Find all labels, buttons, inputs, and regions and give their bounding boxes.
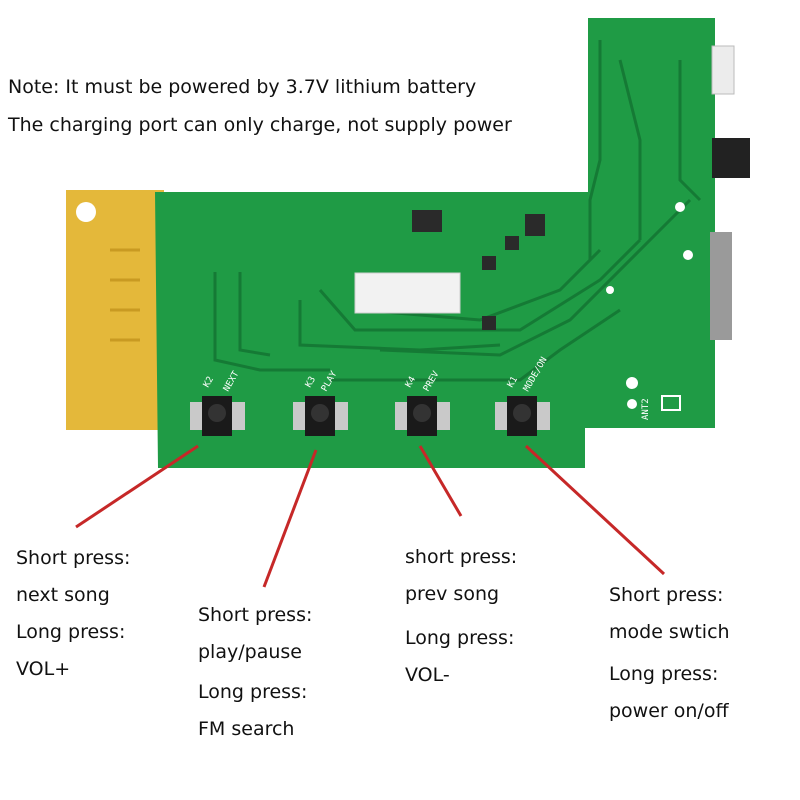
mode-long-label: Long press:: [609, 663, 719, 685]
silk-k3: K3: [304, 375, 318, 389]
silk-ant2: ANT2: [641, 398, 651, 420]
play-short-action: play/pause: [198, 641, 302, 663]
play-long-label: Long press:: [198, 681, 308, 703]
usb-port: [711, 45, 735, 95]
mode-short-action: mode swtich: [609, 621, 730, 643]
play-short-label: Short press:: [198, 604, 313, 626]
pointer-next: [75, 444, 199, 529]
via-hole: [683, 250, 693, 260]
silk-k2: K2: [202, 375, 216, 389]
button-k2[interactable]: [190, 396, 245, 436]
prev-long-label: Long press:: [405, 627, 515, 649]
pcb-board: [155, 18, 715, 468]
next-short-label: Short press:: [16, 547, 131, 569]
component: [412, 210, 442, 232]
via-hole: [606, 286, 614, 294]
prev-short-action: prev song: [405, 583, 500, 605]
component: [482, 316, 496, 330]
via-hole: [626, 377, 638, 389]
prev-short-label: short press:: [405, 546, 518, 568]
note-charging: The charging port can only charge, not s…: [8, 114, 512, 136]
next-long-label: Long press:: [16, 621, 126, 643]
via-hole: [675, 202, 685, 212]
ant2-pad: [661, 395, 681, 411]
play-long-action: FM search: [198, 718, 295, 740]
mode-long-action: power on/off: [609, 700, 729, 722]
pointer-prev: [418, 445, 463, 517]
pointer-play: [262, 449, 318, 588]
button-k4[interactable]: [395, 396, 450, 436]
component: [505, 236, 519, 250]
tf-card-slot: [710, 232, 732, 340]
antenna-trace: [110, 248, 140, 342]
component: [525, 214, 545, 236]
button-k3[interactable]: [293, 396, 348, 436]
pointer-lines: [75, 444, 666, 588]
silk-k1: K1: [506, 375, 520, 389]
next-short-action: next song: [16, 584, 110, 606]
pcb-traces: [213, 40, 702, 382]
next-long-action: VOL+: [16, 658, 71, 680]
component: [482, 256, 496, 270]
via-hole: [627, 399, 637, 409]
silk-k4: K4: [404, 375, 418, 389]
prev-long-action: VOL-: [405, 664, 450, 686]
mode-short-label: Short press:: [609, 584, 724, 606]
pointer-mode: [524, 444, 666, 576]
mounting-hole: [76, 202, 96, 222]
ic-module: [354, 272, 461, 314]
audio-jack: [712, 138, 750, 178]
note-power: Note: It must be powered by 3.7V lithium…: [8, 76, 477, 98]
button-k1[interactable]: [495, 396, 550, 436]
